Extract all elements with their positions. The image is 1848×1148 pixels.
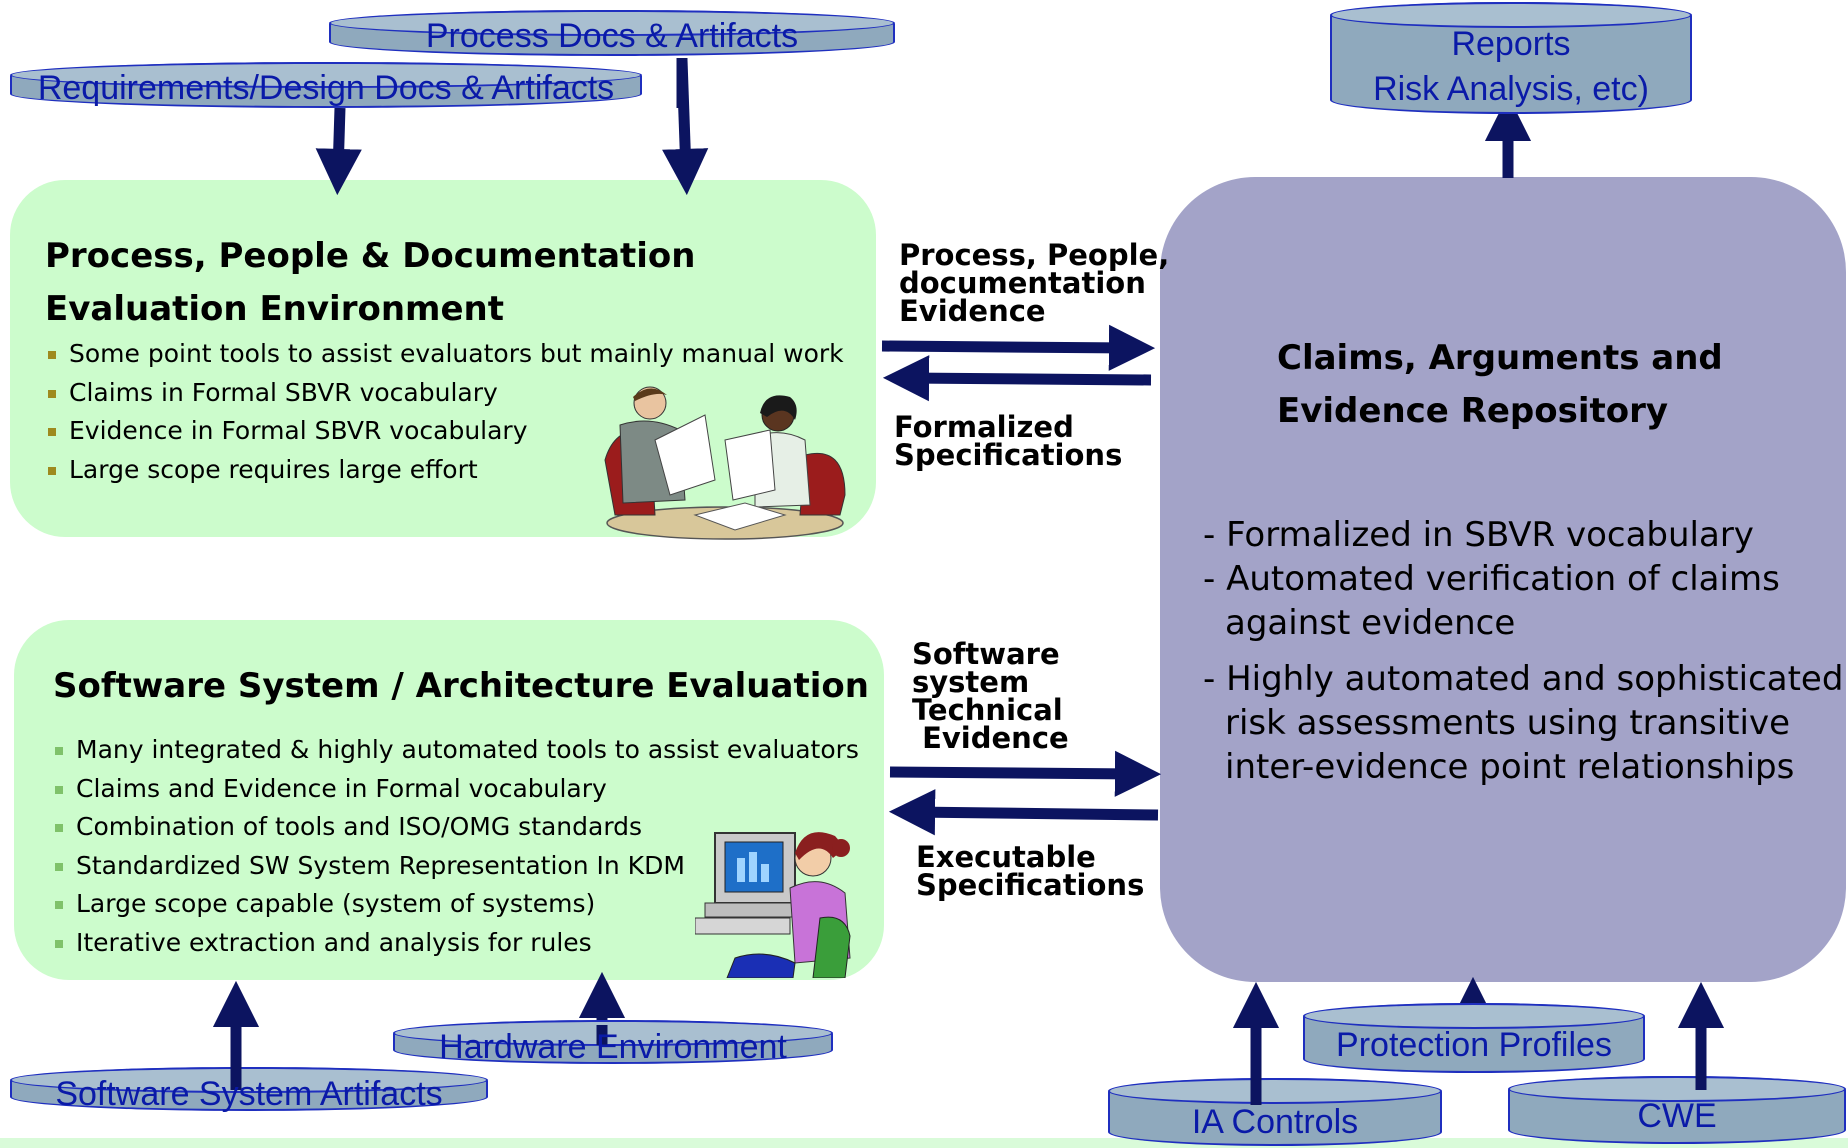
list-item: Claims in Formal SBVR vocabulary xyxy=(45,374,844,413)
list-item: - Highly automated and sophisticated xyxy=(1203,659,1844,699)
computer-user-clipart-icon xyxy=(695,832,851,978)
list-item: Some point tools to assist evaluators bu… xyxy=(45,335,844,374)
repository-panel: Claims, Arguments and Evidence Repositor… xyxy=(1160,177,1846,982)
flow-label-executable-specs: Executable Specifications xyxy=(916,840,1145,902)
software-artifacts-store: Software System Artifacts xyxy=(10,1067,488,1113)
reports-store: Reports Risk Analysis, etc) xyxy=(1330,2,1692,114)
cwe-store: CWE xyxy=(1508,1076,1846,1144)
hardware-environment-store: Hardware Environment xyxy=(393,1020,833,1066)
process-docs-store: Process Docs & Artifacts xyxy=(329,10,895,56)
footer-strip xyxy=(0,1138,1848,1148)
software-panel-title: Software System / Architecture Evaluatio… xyxy=(53,666,869,706)
arrow-formalized-specs xyxy=(882,355,1152,402)
software-bullet-list: Many integrated & highly automated tools… xyxy=(52,731,859,962)
ia-controls-store: IA Controls xyxy=(1108,1078,1442,1146)
list-item: Iterative extraction and analysis for ru… xyxy=(52,924,859,963)
arrow-process-evidence xyxy=(881,324,1156,371)
list-item: risk assessments using transitive xyxy=(1225,703,1791,743)
list-item: against evidence xyxy=(1225,603,1516,643)
list-item: inter-evidence point relationships xyxy=(1225,747,1795,787)
protection-profiles-store: Protection Profiles xyxy=(1303,1003,1645,1073)
repository-title: Claims, Arguments and Evidence Repositor… xyxy=(1277,338,1723,431)
list-item: Large scope requires large effort xyxy=(45,451,844,490)
flow-label-software-evidence: Software system Technical Evidence xyxy=(912,637,1069,755)
list-item: Combination of tools and ISO/OMG standar… xyxy=(52,808,859,847)
list-item: Claims and Evidence in Formal vocabulary xyxy=(52,770,859,809)
flow-label-process-evidence: Process, People, documentation Evidence xyxy=(899,238,1170,328)
arrow-processdocs-to-process xyxy=(662,59,709,196)
requirements-docs-store: Requirements/Design Docs & Artifacts xyxy=(10,62,642,108)
list-item: Large scope capable (system of systems) xyxy=(52,885,859,924)
process-panel-title: Process, People & Documentation Evaluati… xyxy=(45,236,696,329)
list-item: Evidence in Formal SBVR vocabulary xyxy=(45,412,844,451)
arrow-executable-specs xyxy=(888,789,1159,836)
list-item: - Automated verification of claims xyxy=(1203,559,1780,599)
list-item: - Formalized in SBVR vocabulary xyxy=(1203,515,1754,555)
arrow-requirements-to-process xyxy=(315,107,362,196)
software-panel: Software System / Architecture Evaluatio… xyxy=(14,620,884,980)
process-bullet-list: Some point tools to assist evaluators bu… xyxy=(45,335,844,489)
list-item: Standardized SW System Representation In… xyxy=(52,847,859,886)
meeting-clipart-icon xyxy=(604,386,846,540)
arrow-software-evidence xyxy=(889,750,1162,797)
repository-items: - Formalized in SBVR vocabulary - Automa… xyxy=(1203,513,1843,789)
list-item: Many integrated & highly automated tools… xyxy=(52,731,859,770)
flow-label-formalized-specs: Formalized Specifications xyxy=(894,410,1123,472)
